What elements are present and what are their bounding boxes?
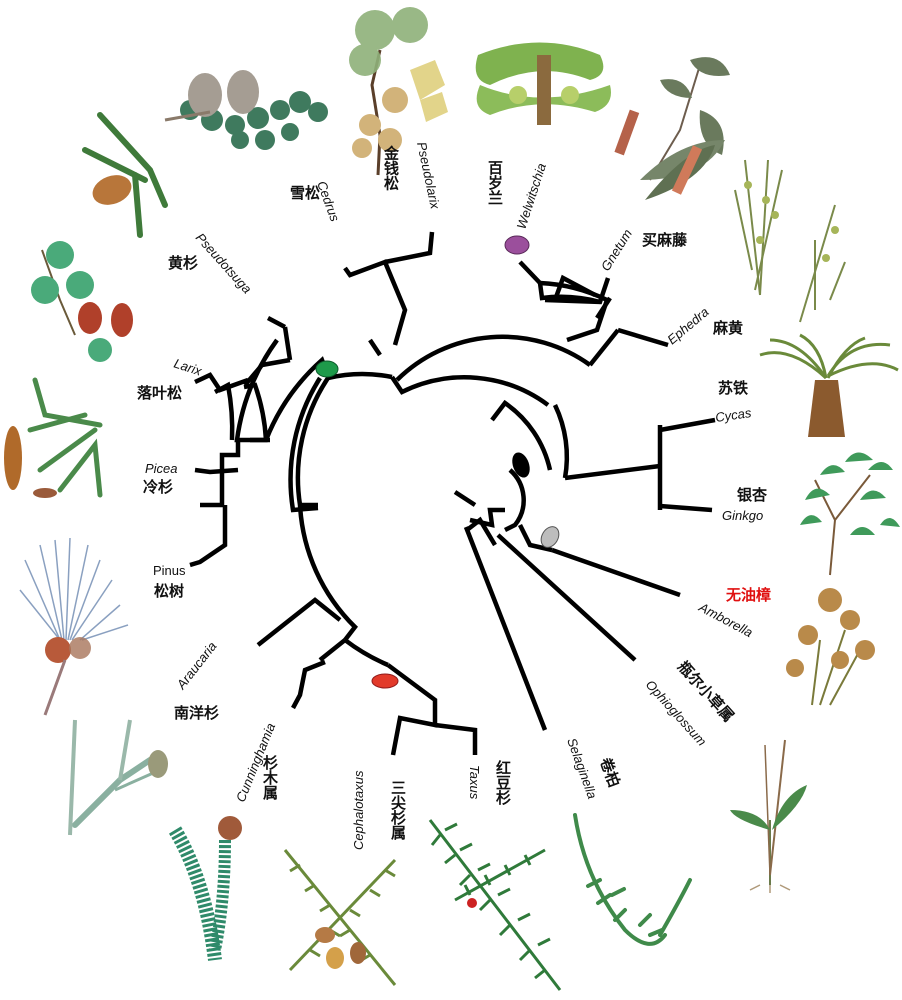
taxon-latin-pinus: Pinus [153, 563, 186, 578]
cunninghamia-plant-illustration [168, 816, 242, 961]
taxon-cn-ephedra: 麻黄 [712, 319, 743, 337]
picea-plant-illustration [4, 377, 103, 498]
taxon-cn-picea: 冷杉 [143, 478, 173, 496]
gnetum-plant-illustration [614, 57, 730, 200]
pseudotsuga-plant-illustration [82, 112, 168, 238]
ophioglossum-plant-illustration [730, 739, 807, 893]
taxon-latin-gnetum: Gnetum [598, 226, 635, 273]
taxon-cn-ginkgo: 银杏 [737, 486, 768, 504]
taxon-latin-ginkgo: Ginkgo [722, 508, 763, 523]
seed-plant-node-marker [512, 452, 530, 478]
taxon-cn-taxus: 红豆杉 [494, 759, 512, 806]
pinus-plant-illustration [19, 537, 129, 716]
taxon-latin-picea: Picea [145, 461, 178, 476]
taxon-cn-araucaria: 南洋杉 [174, 704, 219, 722]
taxon-cn-larix: 落叶松 [137, 384, 182, 402]
taxon-cn-amborella: 无油樟 [725, 586, 771, 604]
taxon-latin-pseudolarix: Pseudolarix [414, 141, 443, 211]
taxon-latin-welwitschia: Welwitschia [514, 161, 549, 231]
araucaria-plant-illustration [68, 719, 168, 836]
taxon-latin-pseudotsuga: Pseudotsuga [193, 230, 255, 296]
taxon-cn-pseudolarix: 金钱松 [382, 145, 400, 192]
taxus-plant-illustration [428, 819, 562, 991]
taxon-latin-larix: Larix [172, 356, 204, 379]
cedrus-plant-illustration [164, 70, 328, 150]
taxon-latin-ephedra: Ephedra [664, 304, 711, 347]
taxon-latin-taxus: Taxus [467, 765, 482, 800]
taxon-cn-cycas: 苏铁 [718, 379, 748, 397]
selaginella-plant-illustration [573, 813, 692, 946]
taxon-latin-cycas: Cycas [714, 405, 752, 425]
taxon-cn-gnetum: 买麻藤 [642, 231, 688, 249]
taxon-cn-cunninghamia: 杉木属 [261, 754, 279, 801]
taxon-latin-cephalotaxus: Cephalotaxus [351, 770, 366, 850]
gnetales-node-marker [504, 235, 530, 255]
pinaceae-node-marker [315, 360, 339, 378]
taxon-cn-cephalotaxus: 三尖杉属 [389, 780, 407, 841]
amborella-plant-illustration [786, 588, 875, 706]
welwitschia-plant-illustration [475, 42, 611, 125]
phylogenetic-tree-branches [189, 231, 716, 756]
taxon-cn-cedrus: 雪松 [290, 184, 320, 202]
taxon-cn-pseudotsuga: 黄杉 [168, 254, 198, 272]
cephalotaxus-plant-illustration [283, 849, 397, 986]
taxon-latin-amborella: Amborella [696, 599, 756, 640]
pseudolarix-plant-illustration [349, 7, 448, 176]
ginkgo-plant-illustration [800, 452, 900, 576]
taxon-cn-pinus: 松树 [154, 582, 184, 600]
cupressophyte-node-marker [371, 673, 399, 689]
taxon-cn-selaginella: 卷柏 [596, 754, 624, 789]
svg-text:金钱松: 金钱松 [382, 145, 400, 192]
ephedra-plant-illustration [734, 159, 846, 323]
taxon-cn-welwitschia: 百岁兰 [486, 160, 504, 205]
larix-plant-illustration [31, 241, 133, 362]
cycas-plant-illustration [759, 333, 899, 437]
angiosperm-node-marker [540, 526, 560, 548]
taxon-latin-selaginella: Selaginella [564, 736, 600, 801]
taxon-latin-araucaria: Araucaria [173, 639, 220, 693]
